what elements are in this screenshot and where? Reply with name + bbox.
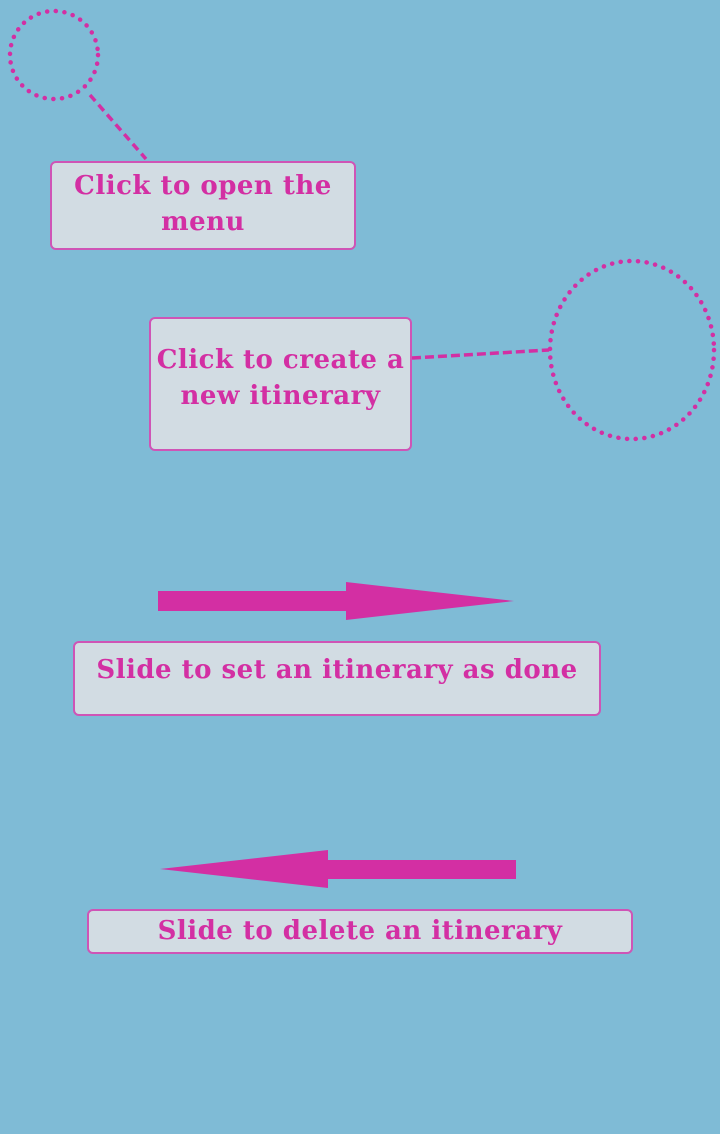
open-menu-tip-line1: Click to open the xyxy=(74,171,332,201)
menu-connector-line xyxy=(88,93,148,161)
new-itinerary-tip: Click to create a new itinerary xyxy=(149,317,412,451)
menu-highlight-circle[interactable] xyxy=(7,8,101,102)
open-menu-tip-line2: menu xyxy=(161,207,245,237)
right-arrow-icon xyxy=(158,582,514,620)
slide-delete-tip: Slide to delete an itinerary xyxy=(87,909,633,954)
slide-done-tip: Slide to set an itinerary as done xyxy=(73,641,601,716)
slide-done-tip-text: Slide to set an itinerary as done xyxy=(96,655,578,685)
new-itinerary-tip-line2: new itinerary xyxy=(180,381,381,411)
left-arrow-icon xyxy=(160,850,516,888)
open-menu-tip: Click to open the menu xyxy=(50,161,356,250)
new-itinerary-tip-line1: Click to create a xyxy=(156,345,405,375)
new-itinerary-highlight-circle[interactable] xyxy=(547,258,717,442)
new-itinerary-connector-line xyxy=(411,348,550,360)
slide-delete-tip-text: Slide to delete an itinerary xyxy=(157,916,563,946)
